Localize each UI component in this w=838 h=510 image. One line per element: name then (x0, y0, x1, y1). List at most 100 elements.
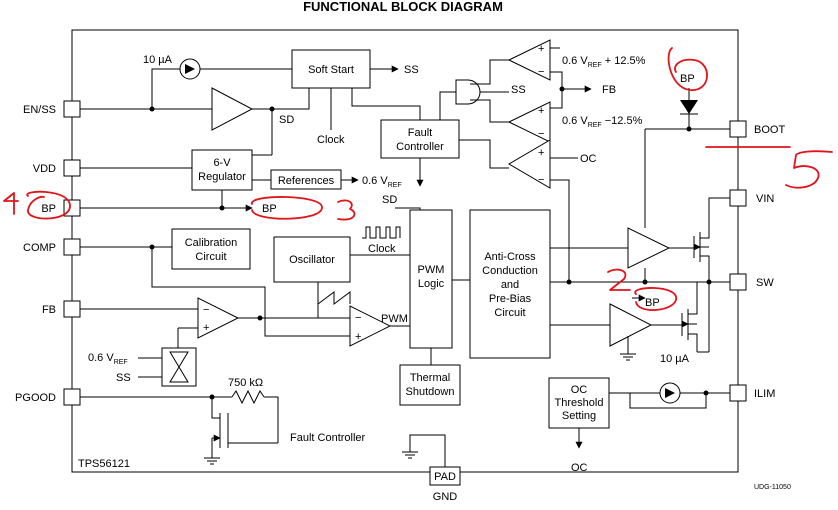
label-oc-bottom: OC (571, 462, 588, 474)
low-side-driver (609, 303, 653, 347)
label-bp-boot: BP (680, 73, 695, 85)
ground-symbol-pad (402, 451, 418, 459)
annotation-number-5: 5 (785, 150, 833, 189)
label-oc-top: OC (580, 153, 597, 165)
svg-text:Circuit: Circuit (195, 251, 226, 263)
annotation-bp-pin-circle (26, 190, 71, 220)
svg-text:EN/SS: EN/SS (23, 104, 56, 116)
pin-en-ss[interactable]: EN/SS (23, 100, 81, 118)
svg-text:VIN: VIN (756, 193, 774, 205)
svg-text:Soft Start: Soft Start (308, 64, 354, 76)
label-clock-top: Clock (317, 134, 345, 146)
label-bp-low: BP (645, 297, 660, 309)
svg-text:Regulator: Regulator (198, 171, 246, 183)
drawing-id: UDG-11050 (754, 484, 791, 491)
oc-comparator: + − (508, 139, 551, 189)
part-number: TPS56121 (78, 458, 130, 470)
svg-text:Conduction: Conduction (482, 265, 538, 277)
svg-text:+: + (538, 105, 544, 117)
pin-gnd-label: GND (433, 491, 458, 503)
svg-text:PAD: PAD (434, 471, 456, 483)
label-ss-window: SS (511, 84, 526, 96)
annotation-number-2: 2 (607, 268, 631, 291)
label-ref-in: 0.6 VREF (88, 352, 128, 366)
oscillator-block: Oscillator (273, 236, 351, 283)
pin-vin[interactable]: VIN (729, 189, 774, 207)
pgood-fet (204, 397, 278, 465)
svg-text:−: − (203, 304, 209, 316)
svg-text:BP: BP (41, 203, 56, 215)
high-side-fet (693, 197, 730, 282)
pin-boot[interactable]: BOOT (729, 120, 785, 138)
error-amplifier: − + (197, 297, 240, 339)
svg-text:Setting: Setting (562, 410, 596, 422)
label-10ua-top: 10 µA (143, 54, 173, 66)
label-ref-out: 0.6 VREF (362, 175, 402, 189)
svg-text:BOOT: BOOT (754, 124, 785, 136)
svg-text:−: − (538, 128, 544, 140)
label-ref-minus: 0.6 VREF −12.5% (562, 115, 643, 129)
enable-buffer (211, 87, 254, 131)
anti-cross-conduction-block: Anti-Cross Conduction and Pre-Bias Circu… (469, 209, 551, 359)
svg-text:Circuit: Circuit (494, 307, 525, 319)
references-block: References (270, 169, 342, 190)
svg-text:Fault: Fault (408, 127, 432, 139)
svg-text:ILIM: ILIM (754, 388, 775, 400)
svg-text:COMP: COMP (23, 242, 56, 254)
label-sd-fault: SD (382, 194, 397, 206)
svg-text:−: − (538, 174, 544, 186)
svg-text:Threshold: Threshold (555, 397, 604, 409)
svg-text:FB: FB (42, 304, 56, 316)
current-source-ilim (659, 382, 681, 404)
svg-text:+: + (355, 331, 361, 343)
label-ss-out: SS (404, 64, 419, 76)
label-ss-in: SS (116, 372, 131, 384)
calibration-circuit-block: Calibration Circuit (171, 228, 251, 270)
resistor-750k (231, 389, 265, 405)
label-resistor: 750 kΩ (228, 377, 263, 389)
pwm-logic-block: PWM Logic (409, 209, 453, 349)
svg-text:+: + (538, 147, 544, 159)
label-fb-window: FB (602, 84, 616, 96)
fault-controller-block: Fault Controller (380, 119, 460, 159)
pin-sw[interactable]: SW (729, 273, 774, 291)
current-source-10ua-top (179, 58, 201, 80)
oc-threshold-setting-block: OC Threshold Setting (548, 377, 610, 429)
label-pwm: PWM (381, 313, 408, 325)
svg-text:Pre-Bias: Pre-Bias (489, 293, 532, 305)
thermal-shutdown-block: Thermal Shutdown (399, 364, 461, 406)
and-gate (455, 79, 481, 105)
svg-text:Oscillator: Oscillator (289, 254, 335, 266)
pin-fb[interactable]: FB (42, 300, 81, 318)
pin-comp[interactable]: COMP (23, 238, 81, 256)
reference-selector (161, 347, 197, 387)
svg-text:Thermal: Thermal (410, 372, 450, 384)
svg-text:OC: OC (571, 384, 588, 396)
boot-diode (680, 88, 698, 115)
lower-window-comparator: + − (507, 101, 551, 143)
pin-vdd[interactable]: VDD (33, 159, 81, 177)
ramp-waveform (317, 291, 351, 305)
svg-text:References: References (278, 175, 335, 187)
svg-text:PGOOD: PGOOD (15, 392, 56, 404)
pin-pgood[interactable]: PGOOD (15, 388, 81, 406)
svg-text:Calibration: Calibration (185, 237, 238, 249)
annotation-bp-low-circle (634, 287, 677, 311)
diagram-title: FUNCTIONAL BLOCK DIAGRAM (303, 0, 503, 14)
pwm-comparator: − + (349, 305, 392, 347)
svg-text:SW: SW (756, 277, 774, 289)
svg-text:Shutdown: Shutdown (406, 386, 455, 398)
label-sd-top: SD (279, 114, 294, 126)
pin-ilim[interactable]: ILIM (729, 384, 775, 402)
pin-bp[interactable]: BP (41, 199, 81, 217)
svg-text:6-V: 6-V (213, 157, 231, 169)
svg-text:−: − (538, 66, 544, 78)
label-ref-plus: 0.6 VREF + 12.5% (562, 55, 646, 69)
regulator-6v-block: 6-V Regulator (191, 149, 253, 191)
high-side-driver (627, 227, 671, 269)
svg-text:Anti-Cross: Anti-Cross (484, 251, 536, 263)
annotation-bp-boot-circle (667, 47, 708, 91)
pin-pad[interactable]: PAD GND (429, 466, 461, 503)
svg-text:+: + (538, 43, 544, 55)
